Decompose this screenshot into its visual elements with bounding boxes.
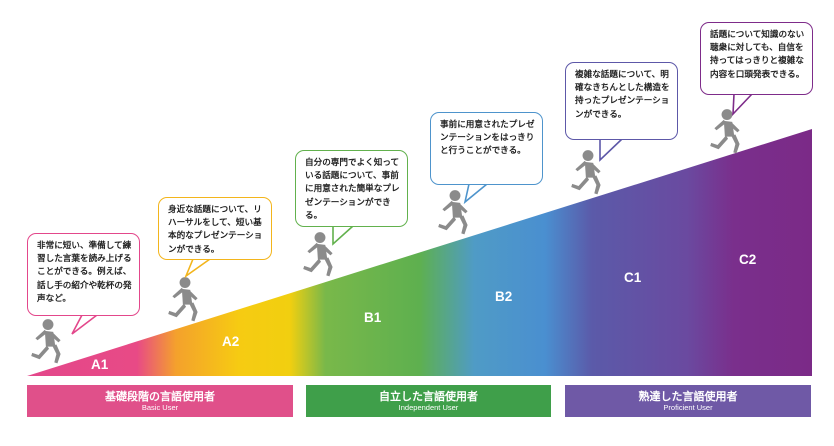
level-label-a2: A2	[222, 334, 239, 349]
bubble-c1: 複雑な話題について、明確なきちんとした構造を持ったプレゼンテーションができる。	[565, 62, 678, 140]
running-figure-icon	[571, 150, 601, 195]
bubble-c2-text: 話題について知識のない聴衆に対しても、自信を持ってはっきりと複雑な内容を口頭発表…	[710, 30, 805, 80]
bubble-tail	[732, 93, 753, 117]
bubble-a1: 非常に短い、準備して練習した言葉を読み上げることができる。例えば、話し手の紹介や…	[27, 233, 140, 316]
running-figure-icon	[168, 277, 198, 322]
band-independent-user-jp: 自立した言語使用者	[379, 390, 478, 403]
band-basic-user-en: Basic User	[141, 403, 179, 412]
bubble-a1-text: 非常に短い、準備して練習した言葉を読み上げることができる。例えば、話し手の紹介や…	[37, 241, 132, 304]
level-label-a1: A1	[91, 357, 109, 372]
level-label-b2: B2	[495, 289, 512, 304]
bubble-c1-text: 複雑な話題について、明確なきちんとした構造を持ったプレゼンテーションができる。	[575, 70, 670, 120]
band-proficient-user-jp: 熟達した言語使用者	[638, 390, 738, 403]
band-proficient-user-en: Proficient User	[663, 403, 713, 412]
bubble-a2: 身近な話題について、リハーサルをして、短い基本的なプレゼンテーションができる。	[158, 197, 272, 260]
bubble-b2-text: 事前に用意されたプレゼンテーションをはっきりと行うことができる。	[440, 120, 535, 157]
bubble-tail	[184, 258, 211, 279]
bubble-tail	[71, 314, 98, 335]
band-basic-user: 基礎段階の言語使用者 Basic User	[27, 385, 293, 417]
bubble-tail	[463, 183, 488, 205]
level-label-b1: B1	[364, 310, 382, 325]
bubble-b1-text: 自分の専門でよく知っている話題について、事前に用意された簡単なプレゼンテーション…	[305, 158, 400, 221]
level-label-c2: C2	[739, 252, 756, 267]
band-basic-user-jp: 基礎段階の言語使用者	[105, 390, 215, 403]
running-figure-icon	[438, 190, 468, 235]
band-independent-user-en: Independent User	[398, 403, 459, 412]
running-figure-icon	[303, 232, 333, 277]
level-label-c1: C1	[624, 270, 642, 285]
bubble-b1: 自分の専門でよく知っている話題について、事前に用意された簡単なプレゼンテーション…	[295, 150, 408, 227]
bubble-tail	[599, 138, 623, 162]
band-independent-user: 自立した言語使用者 Independent User	[306, 385, 551, 417]
running-figure-icon	[31, 319, 61, 364]
bubble-b2: 事前に用意されたプレゼンテーションをはっきりと行うことができる。	[430, 112, 543, 185]
bubble-tail	[332, 225, 354, 246]
proficiency-ramp	[27, 129, 812, 376]
bubble-c2: 話題について知識のない聴衆に対しても、自信を持ってはっきりと複雑な内容を口頭発表…	[700, 22, 813, 95]
running-figure-icon	[710, 109, 740, 154]
band-proficient-user: 熟達した言語使用者 Proficient User	[565, 385, 811, 417]
bubble-a2-text: 身近な話題について、リハーサルをして、短い基本的なプレゼンテーションができる。	[168, 205, 263, 255]
